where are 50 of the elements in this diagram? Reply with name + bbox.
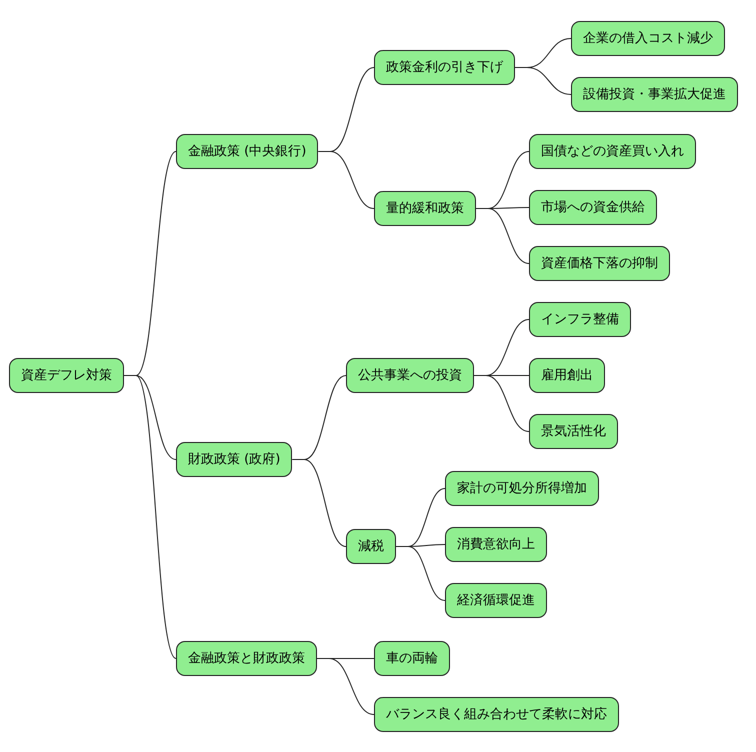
topic-label: 減税 [358,539,384,554]
topic-label: 設備投資・事業拡大促進 [583,87,726,102]
topic-label: バランス良く組み合わせて柔軟に対応 [386,707,607,722]
topic-box [529,246,670,281]
topic-box [374,50,515,85]
connector-line [476,208,530,264]
topic-box [529,358,605,393]
connector-line [124,375,176,659]
topic-box [176,442,292,477]
topic-label: 政策金利の引き下げ [386,60,503,75]
topic-box [529,134,696,169]
connector-line [474,375,530,432]
topic-label: インフラ整備 [541,312,619,327]
topic-label: 国債などの資産買い入れ [541,144,684,159]
topic-label: 家計の可処分所得増加 [457,481,587,496]
topic-label: 経済循環促進 [457,593,535,608]
connector-line [316,658,374,715]
topic-label: 企業の借入コスト減少 [583,31,713,46]
topic-box [529,302,631,337]
topic-box [176,134,318,169]
topic-box [571,21,725,56]
topic-box [374,191,476,226]
topic-label: 金融政策と財政政策 [188,651,305,666]
topic-box [346,358,474,393]
connector-line [318,151,374,209]
topic-label: 財政政策 (政府) [188,452,280,467]
topic-label: 景気活性化 [541,424,606,439]
topic-label: 資産価格下落の抑制 [541,256,658,271]
connector-line [292,459,346,547]
topic-box [176,641,317,676]
topic-label: 車の両輪 [386,651,438,666]
topic-label: 公共事業への投資 [358,368,462,383]
connector-line [514,67,572,95]
topic-box [445,583,547,618]
topic-label: 金融政策 (中央銀行) [188,144,306,159]
topic-label: 市場への資金供給 [541,200,645,215]
topic-box [529,414,618,449]
topic-box [529,190,657,225]
topic-box [445,471,599,506]
topic-box [571,77,738,112]
topic-label: 量的緩和政策 [386,201,464,216]
topic-label: 消費意欲向上 [457,537,535,552]
connector-line [396,546,446,601]
topic-box [9,358,124,393]
topic-box [374,697,619,732]
topic-box [445,527,547,562]
topic-box [374,641,450,676]
topic-box [346,529,396,564]
topic-label: 雇用創出 [541,368,593,383]
topic-label: 資産デフレ対策 [21,368,112,383]
